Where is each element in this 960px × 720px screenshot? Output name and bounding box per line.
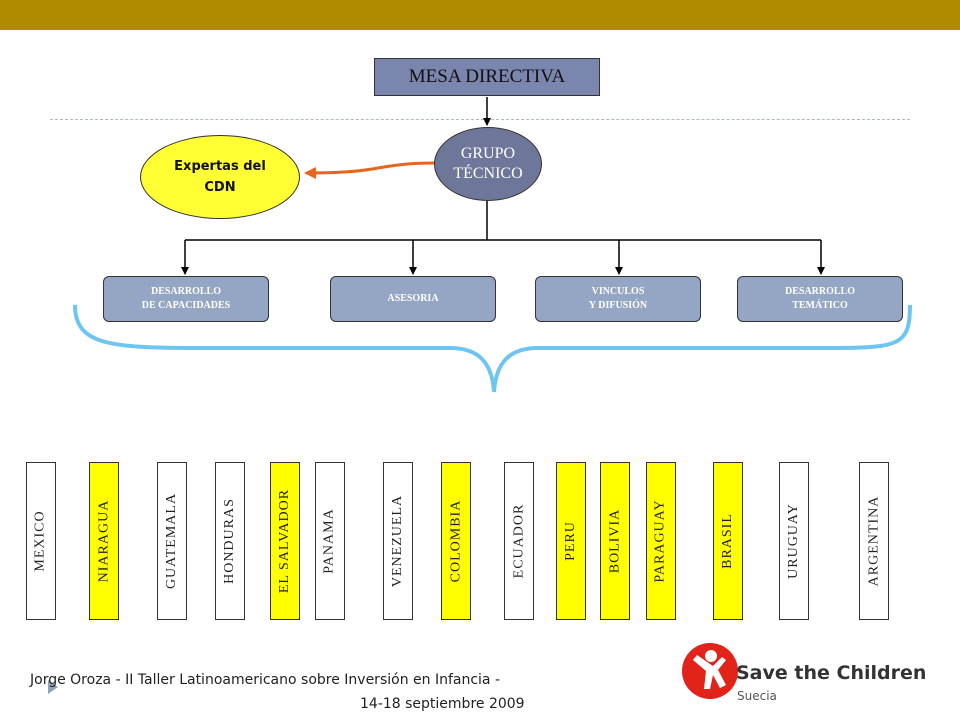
country-box-argentina: ARGENTINA	[859, 462, 889, 620]
expertas-line-1: Expertas del	[174, 159, 266, 174]
country-label: ARGENTINA	[866, 495, 881, 587]
country-label: MEXICO	[33, 510, 49, 572]
save-the-children-logo	[682, 643, 738, 699]
country-label: BOLIVIA	[607, 508, 623, 574]
branch-label-line-1: VINCULOS	[591, 286, 645, 297]
country-label: COLOMBIA	[448, 499, 464, 583]
branch-label-line-2: TEMÁTICO	[792, 300, 848, 311]
country-box-brasil: BRASIL	[713, 462, 743, 620]
dashed-divider	[50, 119, 910, 120]
branch-label-line-2: DE CAPACIDADES	[141, 300, 231, 311]
country-label: PANAMA	[322, 508, 338, 574]
country-box-bolivia: BOLIVIA	[600, 462, 630, 620]
country-label: VENEZUELA	[390, 494, 406, 588]
branch-label-line-1: DESARROLLO	[784, 286, 855, 297]
country-label: BRASIL	[720, 513, 736, 569]
branch-vinculos-difusion: VINCULOS Y DIFUSIÓN	[535, 276, 701, 322]
country-box-uruguay: URUGUAY	[779, 462, 809, 620]
country-box-colombia: COLOMBIA	[441, 462, 471, 620]
expertas-line-2: CDN	[204, 180, 236, 195]
grupo-tecnico-line-1: GRUPO	[460, 145, 516, 162]
country-box-panama: PANAMA	[315, 462, 345, 620]
branch-label-line-1: ASESORIA	[387, 293, 439, 304]
footer-line-1: Jorge Oroza - II Taller Latinoamericano …	[30, 672, 500, 688]
play-arrow-icon	[48, 680, 58, 694]
top-bar	[0, 0, 960, 30]
countries-brace	[73, 304, 912, 393]
country-box-honduras: HONDURAS	[215, 462, 245, 620]
country-label: GUATEMALA	[164, 492, 180, 590]
country-label: PERU	[563, 521, 579, 561]
country-box-ecuador: ECUADOR	[504, 462, 534, 620]
country-box-guatemala: GUATEMALA	[157, 462, 187, 620]
country-box-venezuela: VENEZUELA	[383, 462, 413, 620]
country-label: EL SALVADOR	[277, 488, 293, 594]
country-label: ECUADOR	[511, 503, 527, 579]
branch-label-line-1: DESARROLLO	[150, 286, 221, 297]
grupo-tecnico-line-2: TÉCNICO	[453, 165, 523, 182]
country-box-el-salvador: EL SALVADOR	[270, 462, 300, 620]
grupo-tecnico-node: GRUPO TÉCNICO	[434, 127, 542, 201]
footer-caption: Jorge Oroza - II Taller Latinoamericano …	[30, 668, 550, 716]
expertas-arrow	[304, 161, 435, 179]
logo-wordmark: Save the Children	[736, 662, 927, 684]
footer-line-2: 14-18 septiembre 2009	[360, 696, 525, 712]
expertas-node: Expertas del CDN	[140, 135, 300, 219]
branch-label-line-2: Y DIFUSIÓN	[588, 300, 648, 311]
branch-desarrollo-tematico: DESARROLLO TEMÁTICO	[737, 276, 903, 322]
country-box-mexico: MEXICO	[26, 462, 56, 620]
logo-subtitle: Suecia	[737, 689, 777, 703]
country-label: URUGUAY	[786, 503, 801, 579]
country-label: PARAGUAY	[653, 499, 668, 583]
country-box-peru: PERU	[556, 462, 586, 620]
country-box-paraguay: PARAGUAY	[646, 462, 676, 620]
branch-asesoria: ASESORIA	[330, 276, 496, 322]
mesa-directiva-box: MESA DIRECTIVA	[374, 58, 600, 96]
country-label: HONDURAS	[222, 498, 238, 584]
country-box-niaragua: NIARAGUA	[89, 462, 119, 620]
country-label: NIARAGUA	[96, 499, 112, 583]
branch-desarrollo-capacidades: DESARROLLO DE CAPACIDADES	[103, 276, 269, 322]
